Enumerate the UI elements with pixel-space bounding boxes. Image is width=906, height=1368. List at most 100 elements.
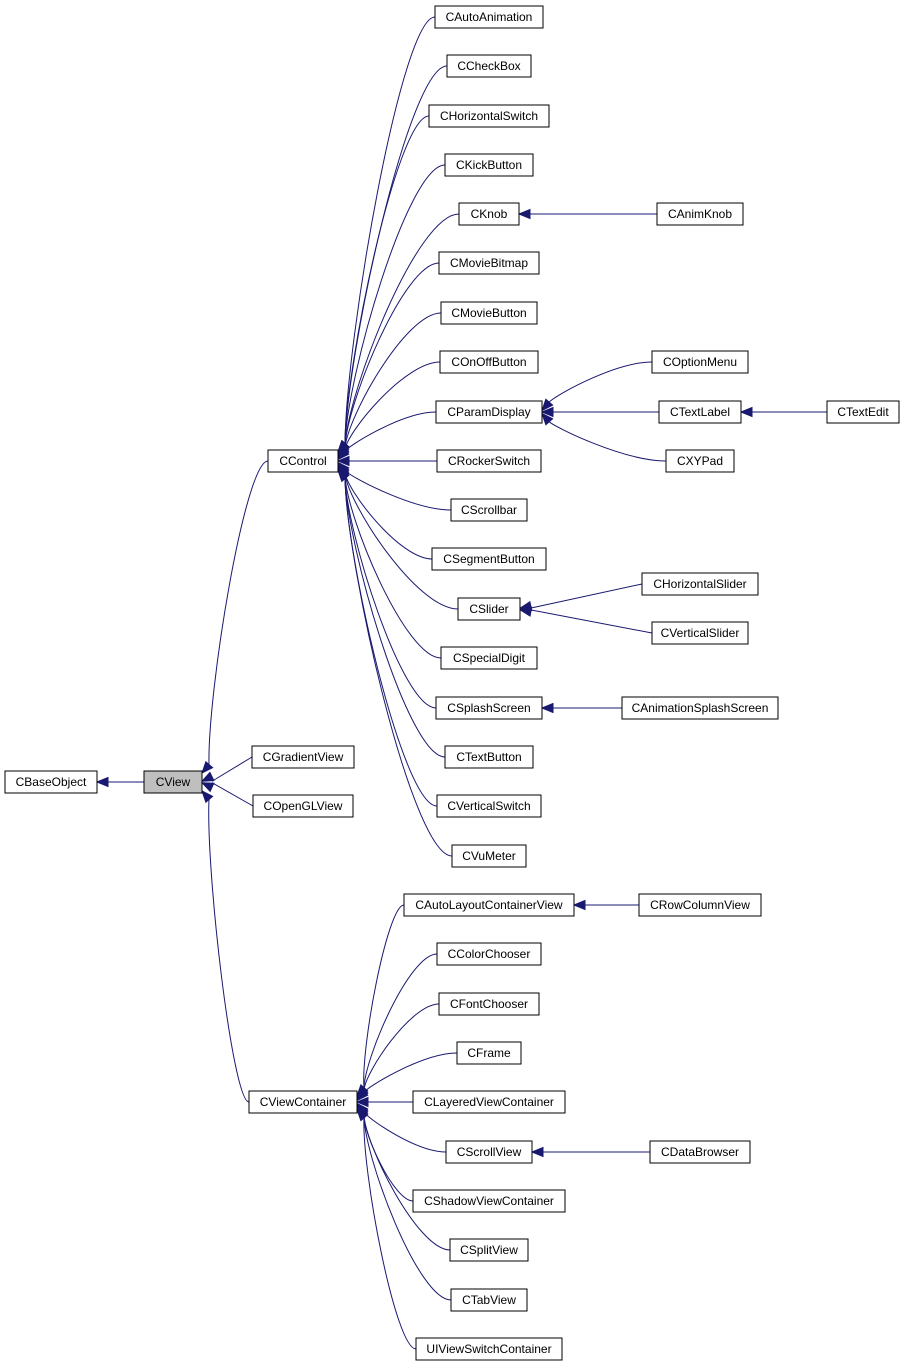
class-node-c-param-display[interactable]: CParamDisplay <box>435 400 543 424</box>
class-node-c-vertical-slider[interactable]: CVerticalSlider <box>651 621 749 645</box>
class-node-c-tab-view[interactable]: CTabView <box>450 1288 528 1312</box>
class-node-c-kick-button[interactable]: CKickButton <box>444 153 534 177</box>
class-node-c-view-container[interactable]: CViewContainer <box>248 1090 358 1114</box>
node-box[interactable] <box>415 1337 563 1361</box>
node-box[interactable] <box>436 794 542 818</box>
inheritance-edge-c-layered-view-container-to-c-view-container <box>355 1096 413 1108</box>
node-box[interactable] <box>267 449 339 473</box>
class-node-c-text-label[interactable]: CTextLabel <box>658 400 742 424</box>
node-box[interactable] <box>451 844 527 868</box>
node-box[interactable] <box>412 1090 566 1114</box>
class-node-c-gradient-view[interactable]: CGradientView <box>251 745 355 769</box>
class-node-c-segment-button[interactable]: CSegmentButton <box>431 547 547 571</box>
class-node-c-rocker-switch[interactable]: CRockerSwitch <box>436 449 542 473</box>
node-box[interactable] <box>445 1140 533 1164</box>
node-box[interactable] <box>651 621 749 645</box>
node-box[interactable] <box>826 400 900 424</box>
arrowhead <box>337 447 350 461</box>
class-node-c-movie-button[interactable]: CMovieButton <box>440 301 538 325</box>
class-node-c-frame[interactable]: CFrame <box>456 1041 522 1065</box>
class-node-c-vu-meter[interactable]: CVuMeter <box>451 844 527 868</box>
edge-line <box>548 361 653 403</box>
node-box[interactable] <box>665 449 735 473</box>
class-node-c-knob[interactable]: CKnob <box>458 202 520 226</box>
class-node-c-control[interactable]: CControl <box>267 449 339 473</box>
class-node-c-view[interactable]: CView <box>143 770 203 794</box>
node-box[interactable] <box>444 745 534 769</box>
node-box[interactable] <box>436 942 542 966</box>
node-box[interactable] <box>621 696 779 720</box>
node-box[interactable] <box>456 1041 522 1065</box>
node-box[interactable] <box>143 770 203 794</box>
inheritance-edge-c-anim-knob-to-c-knob <box>517 208 657 220</box>
class-node-c-open-gl-view[interactable]: COpenGLView <box>252 794 354 818</box>
class-node-c-vertical-switch[interactable]: CVerticalSwitch <box>436 794 542 818</box>
class-node-c-font-chooser[interactable]: CFontChooser <box>438 992 540 1016</box>
node-box[interactable] <box>457 597 521 621</box>
node-box[interactable] <box>450 498 528 522</box>
class-node-c-row-column-view[interactable]: CRowColumnView <box>638 893 762 917</box>
node-box[interactable] <box>439 350 539 374</box>
node-box[interactable] <box>436 449 542 473</box>
class-node-c-splash-screen[interactable]: CSplashScreen <box>435 696 543 720</box>
node-box[interactable] <box>458 202 520 226</box>
node-box[interactable] <box>434 5 544 29</box>
class-node-c-slider[interactable]: CSlider <box>457 597 521 621</box>
class-node-ui-view-switch-container[interactable]: UIViewSwitchContainer <box>415 1337 563 1361</box>
node-box[interactable] <box>649 1140 751 1164</box>
inheritance-edge-c-slider-to-c-control <box>337 464 459 610</box>
node-box[interactable] <box>403 893 575 917</box>
node-label: UIViewSwitchContainer <box>426 1342 551 1356</box>
node-box[interactable] <box>248 1090 358 1114</box>
class-node-c-on-off-button[interactable]: COnOffButton <box>439 350 539 374</box>
node-box[interactable] <box>431 547 547 571</box>
class-node-c-auto-layout-container-view[interactable]: CAutoLayoutContainerView <box>403 893 575 917</box>
node-label: CAnimationSplashScreen <box>632 701 769 715</box>
edge-line <box>363 904 405 1089</box>
class-node-c-special-digit[interactable]: CSpecialDigit <box>440 646 538 670</box>
class-node-c-check-box[interactable]: CCheckBox <box>446 54 532 78</box>
class-node-c-anim-knob[interactable]: CAnimKnob <box>656 202 744 226</box>
node-box[interactable] <box>438 992 540 1016</box>
class-node-c-scroll-view[interactable]: CScrollView <box>445 1140 533 1164</box>
node-box[interactable] <box>651 350 749 374</box>
node-label: CKnob <box>471 207 508 221</box>
node-box[interactable] <box>449 1238 529 1262</box>
edge-line <box>363 1115 452 1301</box>
class-node-c-data-browser[interactable]: CDataBrowser <box>649 1140 751 1164</box>
node-box[interactable] <box>435 696 543 720</box>
class-node-c-base-object[interactable]: CBaseObject <box>4 770 98 794</box>
class-node-c-auto-animation[interactable]: CAutoAnimation <box>434 5 544 29</box>
node-box[interactable] <box>251 745 355 769</box>
node-box[interactable] <box>638 893 762 917</box>
class-node-c-horizontal-slider[interactable]: CHorizontalSlider <box>641 572 759 596</box>
class-node-c-text-edit[interactable]: CTextEdit <box>826 400 900 424</box>
class-node-c-shadow-view-container[interactable]: CShadowViewContainer <box>412 1189 566 1213</box>
class-node-c-animation-splash-screen[interactable]: CAnimationSplashScreen <box>621 696 779 720</box>
node-box[interactable] <box>444 153 534 177</box>
node-box[interactable] <box>252 794 354 818</box>
class-node-cxy-pad[interactable]: CXYPad <box>665 449 735 473</box>
node-box[interactable] <box>4 770 98 794</box>
edge-line <box>529 583 643 609</box>
node-box[interactable] <box>440 646 538 670</box>
node-box[interactable] <box>435 400 543 424</box>
node-box[interactable] <box>440 301 538 325</box>
node-box[interactable] <box>641 572 759 596</box>
edge-line <box>344 477 453 857</box>
node-box[interactable] <box>428 104 550 128</box>
class-node-c-color-chooser[interactable]: CColorChooser <box>436 942 542 966</box>
class-node-c-split-view[interactable]: CSplitView <box>449 1238 529 1262</box>
class-node-c-option-menu[interactable]: COptionMenu <box>651 350 749 374</box>
node-box[interactable] <box>446 54 532 78</box>
node-box[interactable] <box>450 1288 528 1312</box>
class-node-c-text-button[interactable]: CTextButton <box>444 745 534 769</box>
node-box[interactable] <box>658 400 742 424</box>
class-node-c-scrollbar[interactable]: CScrollbar <box>450 498 528 522</box>
class-node-c-layered-view-container[interactable]: CLayeredViewContainer <box>412 1090 566 1114</box>
node-box[interactable] <box>438 251 540 275</box>
node-box[interactable] <box>656 202 744 226</box>
node-box[interactable] <box>412 1189 566 1213</box>
class-node-c-horizontal-switch[interactable]: CHorizontalSwitch <box>428 104 550 128</box>
class-node-c-movie-bitmap[interactable]: CMovieBitmap <box>438 251 540 275</box>
